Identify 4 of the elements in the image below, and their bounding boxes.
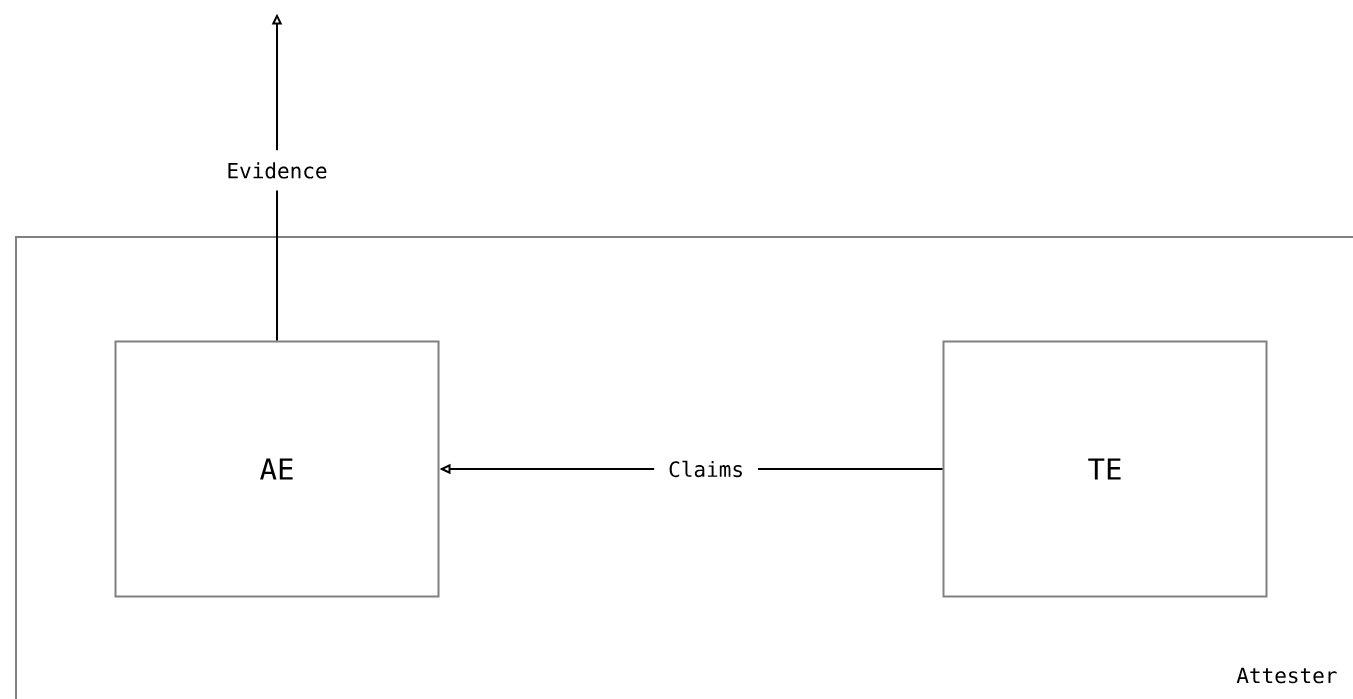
process-box: TE [942,340,1268,598]
process-box: AE [114,340,440,598]
edge-label: Claims [654,448,758,490]
edge-label: Evidence [212,150,342,191]
